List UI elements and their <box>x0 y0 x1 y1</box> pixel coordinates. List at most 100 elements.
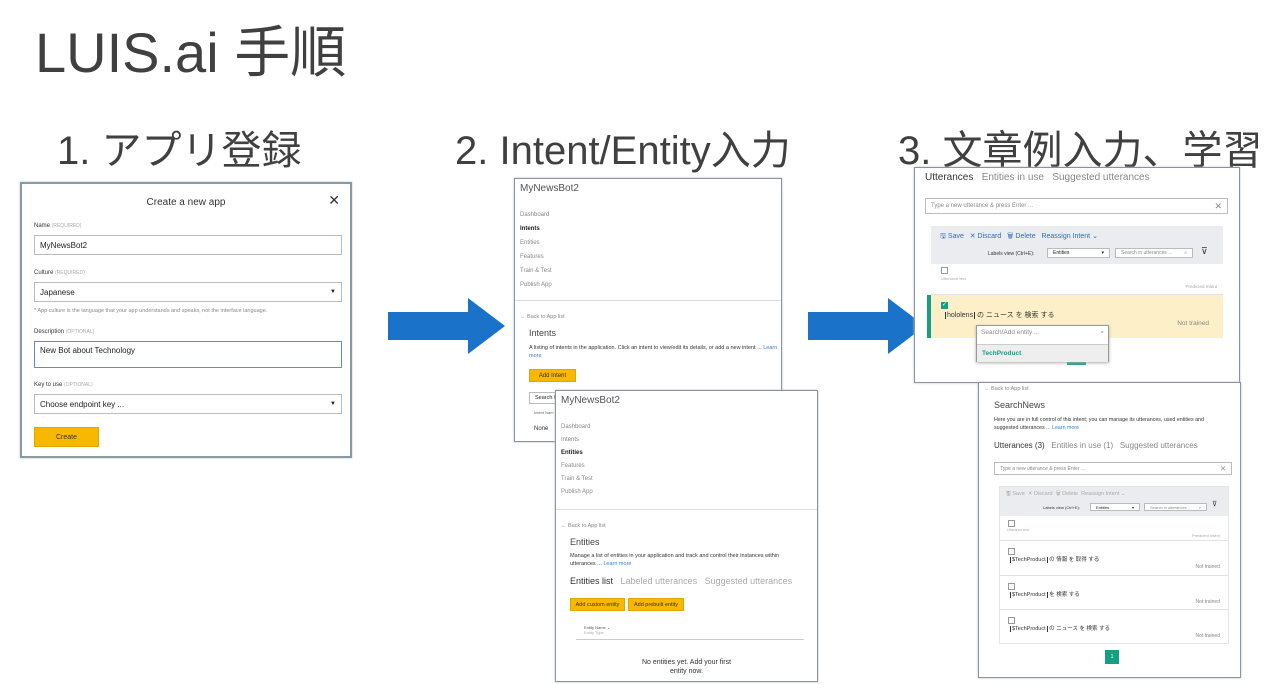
entity-label[interactable]: $TechProduct <box>1010 592 1048 598</box>
label: Delete <box>1062 491 1079 497</box>
side-nav: Dashboard Intents Entities Features Trai… <box>520 212 552 296</box>
add-prebuilt-entity-button[interactable]: Add prebuilt entity <box>628 598 684 611</box>
checked-checkbox[interactable]: ✓ <box>941 302 948 309</box>
search-utterances-input[interactable]: Search in utterances ...⌕ <box>1144 503 1207 511</box>
labels-view-select[interactable]: Entities▾ <box>1047 248 1110 258</box>
tab-suggested-utterances[interactable]: Suggested utterances <box>704 576 793 586</box>
nav-dashboard[interactable]: Dashboard <box>561 424 591 430</box>
select-all-checkbox[interactable] <box>1008 520 1015 527</box>
back-link[interactable]: ← Back to App list <box>561 523 606 529</box>
name-input[interactable]: MyNewsBot2 <box>34 235 342 255</box>
placeholder: Search in utterances ... <box>1150 504 1192 510</box>
tab-labeled-utterances[interactable]: Labeled utterances <box>620 576 698 586</box>
search-icon: ⌕ <box>1100 329 1104 336</box>
entity-search-input[interactable]: Search/Add entity ...⌕ <box>981 329 1104 337</box>
description-textarea[interactable]: New Bot about Technology <box>34 341 342 368</box>
nav-train-test[interactable]: Train & Test <box>520 268 552 274</box>
discard-button[interactable]: ✕ Discard <box>969 233 1002 240</box>
search-utterances-input[interactable]: Search in utterances ...⌕ <box>1115 248 1193 258</box>
step-2-heading: 2. Intent/Entity入力 <box>455 129 791 173</box>
entity-label[interactable]: $TechProduct <box>1010 557 1048 563</box>
nav-train-test[interactable]: Train & Test <box>561 476 593 482</box>
clear-icon[interactable]: ✕ <box>1214 200 1222 211</box>
reassign-intent-button[interactable]: Reassign Intent ⌄ <box>1041 233 1098 240</box>
row-checkbox[interactable] <box>1008 583 1015 590</box>
nav-features[interactable]: Features <box>561 463 585 469</box>
label: Reassign Intent <box>1041 233 1091 240</box>
save-button[interactable]: 🖫 Save <box>940 233 964 240</box>
label-text: Name <box>34 223 51 229</box>
create-button[interactable]: Create <box>34 427 99 447</box>
close-icon[interactable]: ✕ <box>328 192 340 208</box>
tab-entities-in-use[interactable]: Entities in use <box>981 172 1044 183</box>
row-checkbox[interactable] <box>1008 617 1015 624</box>
label: Discard <box>977 233 1002 240</box>
tab-entities-list[interactable]: Entities list <box>570 576 614 586</box>
back-link[interactable]: ← Back to App list <box>520 314 565 320</box>
nav-intents[interactable]: Intents <box>520 226 540 232</box>
page-description: A listing of intents in the application.… <box>529 344 779 360</box>
nav-entities[interactable]: Entities <box>520 240 540 246</box>
tab-suggested-utterances[interactable]: Suggested utterances <box>1052 172 1150 183</box>
culture-label: Culture (REQUIRED) <box>34 270 85 276</box>
nav-features[interactable]: Features <box>520 254 544 260</box>
table-header: Utterance text Predicted Intent <box>1000 516 1228 541</box>
delete-button[interactable]: 🗑 Delete <box>1055 491 1079 497</box>
add-custom-entity-button[interactable]: Add custom entity <box>570 598 625 611</box>
column-entity-name[interactable]: Entity Name ⌄ <box>584 625 611 630</box>
utterance-row[interactable]: $TechProduct の ニュース を 検索 する Not trained <box>1000 610 1228 644</box>
nav-entities[interactable]: Entities <box>561 450 583 456</box>
placeholder: Type a new utterance & press Enter ... <box>931 203 1034 209</box>
label: Save <box>947 233 964 240</box>
status-text: Not trained <box>1195 599 1220 605</box>
tab-utterances[interactable]: Utterances <box>925 172 974 183</box>
learn-more-link[interactable]: Learn more <box>1052 424 1080 431</box>
column-header: Intent Nam <box>534 410 554 415</box>
entity-label[interactable]: $TechProduct <box>1010 626 1048 632</box>
culture-select[interactable]: Japanese▼ <box>34 282 342 302</box>
tab-utterances[interactable]: Utterances (3) <box>994 441 1045 450</box>
tab-entities-in-use[interactable]: Entities in use (1) <box>1051 441 1114 450</box>
filter-icon[interactable]: ⊽ <box>1212 501 1218 508</box>
nav-publish-app[interactable]: Publish App <box>520 282 552 288</box>
selected-value: Japanese <box>40 287 75 297</box>
slide-title: LUIS.ai 手順 <box>35 21 347 84</box>
labels-view-select[interactable]: Entities▾ <box>1090 503 1140 511</box>
utterance-row[interactable]: $TechProduct を 検索 する Not trained <box>1000 576 1228 610</box>
select-all-checkbox[interactable] <box>941 267 948 274</box>
entity-label[interactable]: hololens <box>945 312 976 319</box>
toolbar-actions: 🖫 Save ✕ Discard 🗑 Delete Reassign Inten… <box>940 232 1098 243</box>
entity-option[interactable]: TechProduct <box>977 344 1108 362</box>
dialog-title: Create a new app <box>146 197 226 208</box>
filter-icon[interactable]: ⊽ <box>1201 246 1208 256</box>
add-intent-button[interactable]: Add Intent <box>529 369 576 382</box>
tab-bar: Entities list Labeled utterances Suggest… <box>570 576 792 586</box>
discard-button[interactable]: ✕ Discard <box>1027 491 1053 497</box>
label: Save <box>1012 491 1025 497</box>
labels-view-label: Labels view (Ctrl+E): <box>1043 505 1081 510</box>
back-link[interactable]: ← Back to App list <box>984 386 1029 392</box>
row-checkbox[interactable] <box>1008 548 1015 555</box>
save-button[interactable]: 🖫 Save <box>1006 491 1025 497</box>
key-select[interactable]: Choose endpoint key ...▼ <box>34 394 342 414</box>
learn-more-link[interactable]: Learn more <box>529 345 778 359</box>
clear-icon[interactable]: ✕ <box>1220 465 1226 473</box>
reassign-intent-button[interactable]: Reassign Intent ⌄ <box>1081 491 1126 497</box>
column-entity-type: Entity Type <box>584 630 604 635</box>
page-button[interactable]: 1 <box>1105 650 1119 664</box>
learn-more-link[interactable]: Learn more <box>603 561 632 567</box>
utterance-rest: を 検索 する <box>1049 592 1080 598</box>
utterance-input[interactable]: Type a new utterance & press Enter ...✕ <box>994 462 1232 475</box>
intent-row[interactable]: None <box>534 426 549 432</box>
search-icon: ⌕ <box>1184 250 1187 256</box>
utterance-input[interactable]: Type a new utterance & press Enter ... ✕ <box>925 198 1228 214</box>
nav-dashboard[interactable]: Dashboard <box>520 212 550 218</box>
delete-button[interactable]: 🗑 Delete <box>1007 233 1036 240</box>
optional-tag: (OPTIONAL) <box>64 382 93 388</box>
nav-intents[interactable]: Intents <box>561 437 580 443</box>
nav-publish-app[interactable]: Publish App <box>561 489 593 495</box>
tab-suggested-utterances[interactable]: Suggested utterances <box>1119 441 1198 450</box>
page-description: Here you are in full control of this int… <box>994 417 1229 432</box>
utterance-row[interactable]: $TechProduct の 情報 を 取得 する Not trained <box>1000 541 1228 576</box>
